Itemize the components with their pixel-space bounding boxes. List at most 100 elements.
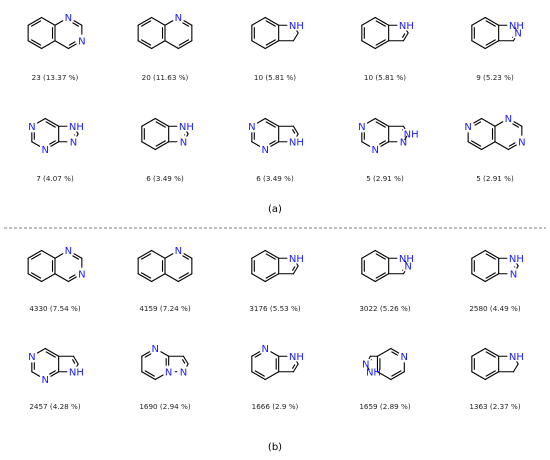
bond xyxy=(471,273,486,283)
bond xyxy=(164,253,174,259)
bond xyxy=(73,20,83,26)
bond xyxy=(44,117,60,127)
double-bond-line xyxy=(45,351,56,358)
double-bond-line xyxy=(485,253,496,260)
molecule-count-caption: 7 (4.07 %) xyxy=(36,174,74,183)
bond xyxy=(390,347,400,354)
bond xyxy=(404,259,408,265)
bond xyxy=(67,276,77,283)
bond xyxy=(251,141,261,147)
quinazoline-structure: NN xyxy=(27,13,86,50)
bond xyxy=(41,249,56,259)
bond xyxy=(484,273,500,283)
bond xyxy=(374,273,390,283)
double-bond-line xyxy=(72,22,80,27)
bond xyxy=(264,117,280,127)
nh-atom-label: NH xyxy=(366,367,381,378)
bond xyxy=(481,117,496,127)
molecule-count-caption: 2457 (4.28 %) xyxy=(29,402,80,411)
double-bond-line xyxy=(508,142,516,147)
bond xyxy=(507,144,517,151)
bond xyxy=(376,371,392,381)
double-bond-line xyxy=(375,20,386,27)
double-bond-line xyxy=(485,351,496,358)
molecule-count-caption: 10 (5.81 %) xyxy=(254,73,296,82)
bond xyxy=(72,355,79,365)
bond xyxy=(50,141,60,147)
bond xyxy=(374,249,390,259)
bond xyxy=(76,131,79,135)
bond xyxy=(264,249,280,259)
nh-atom-label: NH xyxy=(289,137,304,148)
n-atom-label: N xyxy=(78,36,85,47)
bond xyxy=(516,263,519,267)
n-atom-label: N xyxy=(401,352,408,363)
double-bond-line xyxy=(485,20,496,27)
bond xyxy=(513,121,523,127)
bond xyxy=(292,363,299,373)
quinoline-structure: N xyxy=(137,246,193,283)
molecule-count-caption: 6 (3.49 %) xyxy=(256,174,294,183)
bond xyxy=(374,117,390,127)
bond xyxy=(27,40,43,50)
n-atom-label: N xyxy=(262,145,269,156)
double-bond-line xyxy=(292,364,296,369)
double-bond-line xyxy=(30,253,42,260)
indole-structure: NH xyxy=(251,249,304,283)
double-bond-line xyxy=(140,39,152,46)
double-bond-line xyxy=(474,121,482,126)
nh-atom-label: NH xyxy=(399,21,414,32)
double-bond-line xyxy=(72,255,80,260)
bond xyxy=(512,363,519,373)
nh-atom-label: NH xyxy=(399,254,414,265)
bond xyxy=(374,16,390,26)
bond xyxy=(264,371,280,381)
n-atom-label: N xyxy=(362,360,369,371)
n-atom-label: N xyxy=(464,122,471,133)
bond xyxy=(41,40,56,50)
panel-label: (a) xyxy=(268,204,282,215)
n-atom-label: N xyxy=(28,122,35,133)
nh-atom-label: NH xyxy=(509,352,524,363)
double-bond-line xyxy=(68,274,76,279)
double-bond-line xyxy=(269,140,276,145)
bond xyxy=(256,117,266,124)
bond xyxy=(151,273,166,283)
bond xyxy=(151,249,166,259)
n-atom-label: N xyxy=(165,367,172,378)
bond xyxy=(404,135,408,141)
bond xyxy=(251,16,266,26)
n-atom-label: N xyxy=(65,13,72,24)
double-bond-line xyxy=(30,272,42,279)
n-atom-label: N xyxy=(175,246,182,257)
bond xyxy=(512,37,516,42)
double-bond-line xyxy=(379,140,386,145)
bond xyxy=(251,273,266,283)
double-bond-line xyxy=(178,39,190,46)
bond xyxy=(366,117,376,124)
n-atom-label: N xyxy=(70,137,77,148)
n-atom-label: N xyxy=(510,269,517,280)
bond xyxy=(473,117,483,124)
bond xyxy=(182,355,189,365)
indazole-structure: NNH xyxy=(471,16,524,50)
bond xyxy=(31,141,41,147)
molecule-count-caption: 20 (11.63 %) xyxy=(142,73,189,82)
molecule-count-caption: 5 (2.91 %) xyxy=(366,174,404,183)
double-bond-line xyxy=(292,266,296,271)
double-bond-line xyxy=(30,20,42,27)
bond xyxy=(361,40,376,50)
bond xyxy=(292,265,299,275)
double-bond-line xyxy=(254,353,262,358)
nh-atom-label: NH xyxy=(69,367,84,378)
